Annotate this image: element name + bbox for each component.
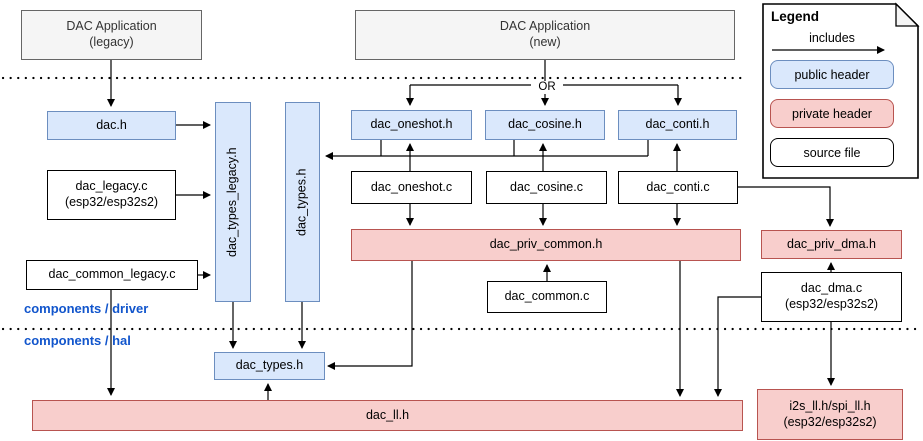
legend-frame	[762, 2, 920, 179]
node-dac-ll-h: dac_ll.h	[32, 400, 743, 431]
node-dac-application-legacy: DAC Application (legacy)	[21, 10, 202, 60]
legend-includes-label: includes	[809, 31, 855, 45]
legend-source-file-swatch: source file	[770, 138, 894, 167]
node-i2s-spi-ll-h: i2s_ll.h/spi_ll.h (esp32/esp32s2)	[757, 389, 903, 440]
node-sublabel: (esp32/esp32s2)	[783, 414, 877, 429]
node-dac-types-h-driver: dac_types.h	[285, 102, 320, 302]
or-junction-label: OR	[531, 81, 563, 94]
legend-private-header-swatch: private header	[770, 99, 894, 128]
node-dac-oneshot-c: dac_oneshot.c	[351, 171, 472, 204]
node-dac-common-legacy-c: dac_common_legacy.c	[26, 260, 198, 290]
node-dac-conti-c: dac_conti.c	[618, 171, 738, 204]
node-sublabel: (esp32/esp32s2)	[784, 297, 879, 311]
legend-public-header-swatch: public header	[770, 60, 894, 89]
node-label: dac_dma.c	[800, 281, 863, 296]
node-dac-types-h-hal: dac_types.h	[214, 352, 325, 380]
legend-title: Legend	[771, 9, 820, 24]
node-dac-types-legacy-h: dac_types_legacy.h	[215, 102, 251, 302]
node-label: dac_legacy.c	[75, 179, 148, 194]
node-dac-priv-dma-h: dac_priv_dma.h	[761, 230, 902, 259]
node-dac-priv-common-h: dac_priv_common.h	[351, 229, 741, 261]
node-dac-dma-c: dac_dma.c (esp32/esp32s2)	[761, 272, 902, 322]
node-dac-cosine-c: dac_cosine.c	[486, 171, 607, 204]
layer-separator-lines	[1, 76, 922, 331]
node-sublabel: (legacy)	[89, 35, 134, 49]
section-label-components-driver: components / driver	[24, 301, 149, 316]
node-dac-legacy-c: dac_legacy.c (esp32/esp32s2)	[47, 170, 176, 220]
node-sublabel: (new)	[529, 35, 561, 49]
node-sublabel: (esp32/esp32s2)	[64, 195, 159, 209]
legend-dogear-fold	[895, 2, 920, 27]
node-label: i2s_ll.h/spi_ll.h	[789, 398, 871, 413]
node-label: DAC Application	[499, 19, 591, 34]
node-dac-oneshot-h: dac_oneshot.h	[351, 110, 472, 140]
node-dac-common-c: dac_common.c	[487, 281, 607, 313]
node-label: DAC Application	[66, 19, 157, 34]
node-dac-cosine-h: dac_cosine.h	[485, 110, 605, 140]
section-label-components-hal: components / hal	[24, 333, 131, 348]
node-dac-application-new: DAC Application (new)	[355, 10, 735, 60]
node-dac-h: dac.h	[47, 111, 176, 140]
include-edges	[107, 60, 835, 400]
node-dac-conti-h: dac_conti.h	[618, 110, 737, 140]
